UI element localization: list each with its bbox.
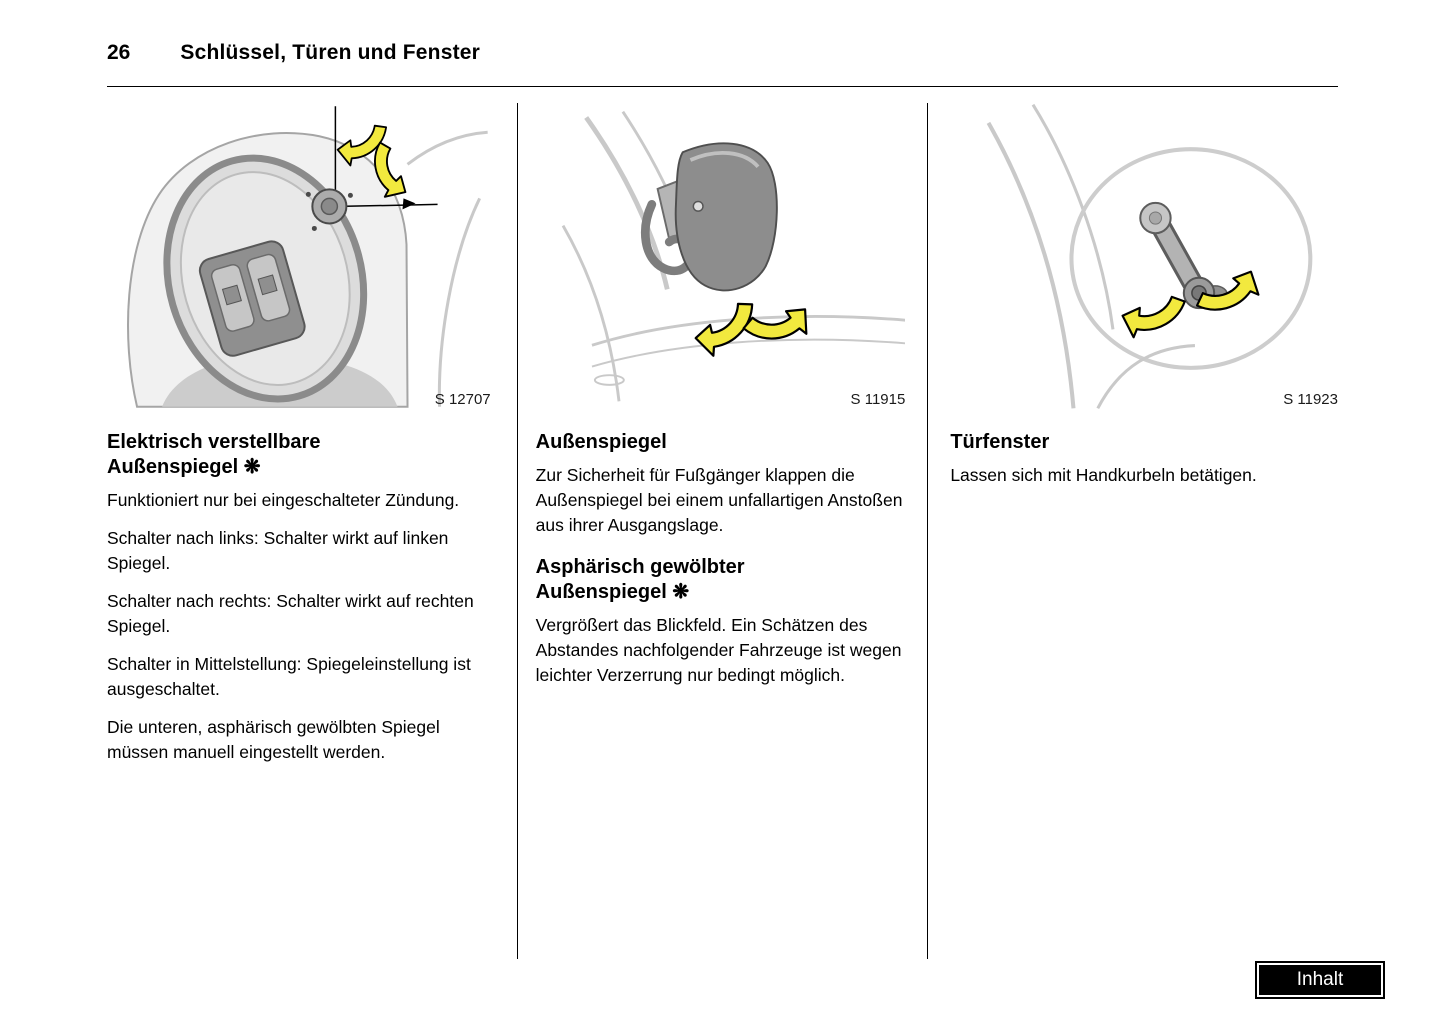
paragraph: Lassen sich mit Handkurbeln betätigen. <box>950 465 1257 485</box>
mirror-housing-icon <box>640 142 778 292</box>
rotate-right-arrow-icon <box>374 141 407 198</box>
figure-label: S 11915 <box>850 391 906 408</box>
paragraph: Schalter in Mittelstellung: Spiegeleinst… <box>107 654 471 699</box>
figure-label: S 11923 <box>1283 391 1338 408</box>
crank-left-arrow-icon <box>1121 295 1187 339</box>
figure-exterior-mirror: S 11915 <box>536 103 906 410</box>
column-divider <box>516 103 518 959</box>
section-heading-exterior-mirror: Außenspiegel <box>535 431 667 453</box>
hand-crank-icon <box>1139 201 1229 310</box>
paragraph: Schalter nach rechts: Schalter wirkt auf… <box>107 591 474 636</box>
section-heading-electric-mirrors: Elektrisch verstellbare Außenspiegel ❋ <box>107 431 321 478</box>
section-heading-aspheric-mirror: Asphärisch gewölbter Außenspiegel ❋ <box>535 556 745 603</box>
paragraph: Die unteren, asphärisch gewölbten Spiege… <box>107 717 440 762</box>
column-divider <box>927 103 929 959</box>
window-switch-cluster-icon <box>198 240 306 357</box>
figure-label: S 12707 <box>434 391 491 408</box>
mirror-adjust-knob-icon <box>305 188 353 231</box>
illustration-exterior-mirror-icon <box>561 110 906 402</box>
crank-right-arrow-icon <box>1196 270 1260 311</box>
paragraph: Vergrößert das Blickfeld. Ein Schätzen d… <box>535 615 902 685</box>
column-door-window: S 11923 Türfenster Lassen sich mit Handk… <box>928 103 1338 963</box>
contents-button[interactable]: Inhalt <box>1257 963 1383 997</box>
content-columns: S 12707 Elektrisch verstellbare Außenspi… <box>107 103 1338 963</box>
figure-window-crank: S 11923 <box>950 103 1338 410</box>
column-electric-mirrors: S 12707 Elektrisch verstellbare Außenspi… <box>107 103 517 963</box>
paragraph: Funktioniert nur bei eingeschalteter Zün… <box>107 490 460 510</box>
illustration-window-crank-icon <box>987 103 1313 410</box>
page-title: Schlüssel, Türen und Fenster <box>180 41 481 64</box>
section-heading-door-window: Türfenster <box>950 431 1050 453</box>
page-number: 26 <box>107 41 131 64</box>
paragraph: Schalter nach links: Schalter wirkt auf … <box>107 528 449 573</box>
contents-button-label: Inhalt <box>1296 969 1344 990</box>
column-exterior-mirror: S 11915 Außenspiegel Zur Sicherheit für … <box>518 103 928 963</box>
page-header: 26 Schlüssel, Türen und Fenster <box>107 41 480 65</box>
header-rule <box>107 86 1338 87</box>
figure-mirror-switch: S 12707 <box>107 103 491 410</box>
illustration-power-mirror-switch-icon <box>127 106 488 408</box>
fold-right-arrow-icon <box>742 308 808 340</box>
paragraph: Zur Sicherheit für Fußgänger klappen die… <box>535 465 903 535</box>
